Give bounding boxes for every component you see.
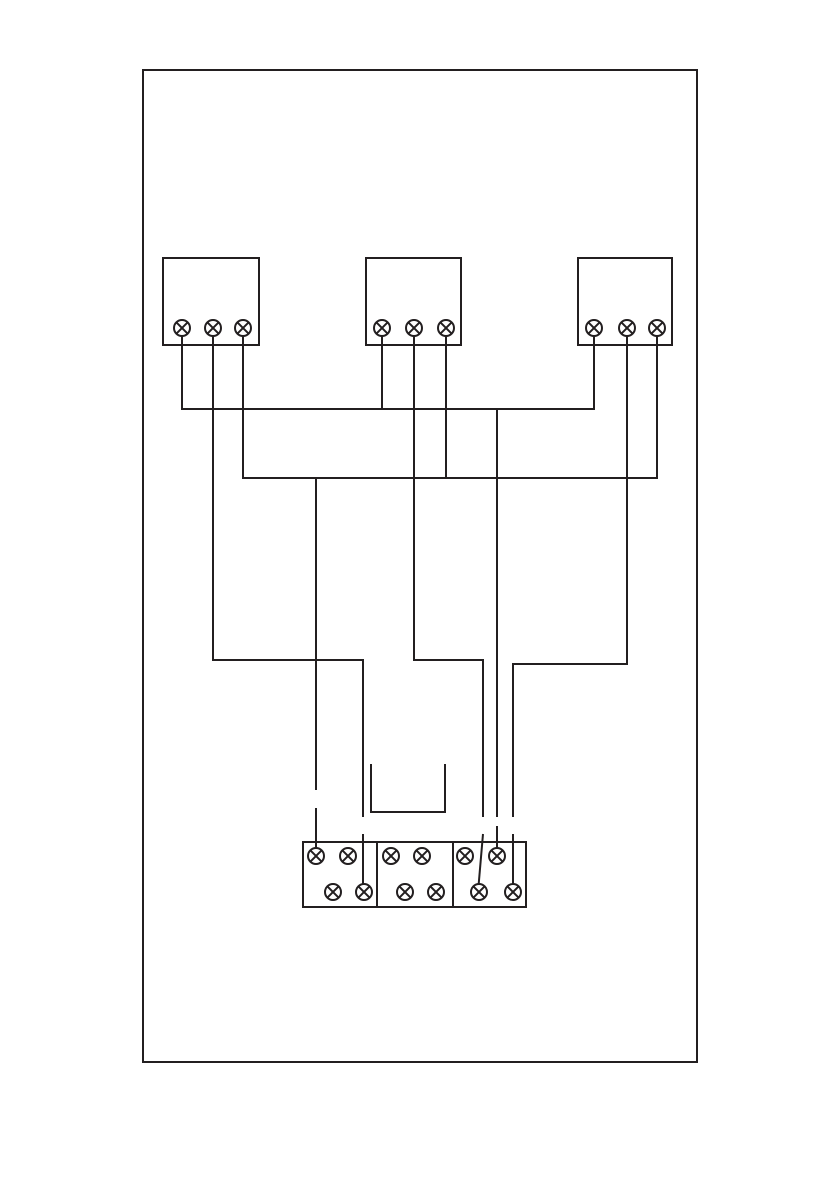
block-terminal-7-icon xyxy=(325,884,341,900)
block-terminal-10-icon xyxy=(428,884,444,900)
device-center-terminal-3-icon xyxy=(438,320,454,336)
device-left-terminal-2-icon xyxy=(205,320,221,336)
block-terminal-1-icon xyxy=(308,848,324,864)
device-left-terminal-3-icon xyxy=(235,320,251,336)
block-terminal-2-icon xyxy=(340,848,356,864)
device-right-terminal-2-icon xyxy=(619,320,635,336)
block-terminal-9-icon xyxy=(397,884,413,900)
wire-bridge xyxy=(371,764,445,812)
block-terminal-3-icon xyxy=(383,848,399,864)
wires xyxy=(182,336,657,892)
block-terminal-12-icon xyxy=(505,884,521,900)
block-terminal-6-icon xyxy=(489,848,505,864)
device-right-terminal-1-icon xyxy=(586,320,602,336)
block-terminal-5-icon xyxy=(457,848,473,864)
enclosure-frame xyxy=(143,70,697,1062)
block-terminal-4-icon xyxy=(414,848,430,864)
device-center-terminal-2-icon xyxy=(406,320,422,336)
device-right-terminal-3-icon xyxy=(649,320,665,336)
device-center-terminal-1-icon xyxy=(374,320,390,336)
block-terminal-8-icon xyxy=(356,884,372,900)
device-left-terminal-1-icon xyxy=(174,320,190,336)
block-terminal-11-icon xyxy=(471,884,487,900)
